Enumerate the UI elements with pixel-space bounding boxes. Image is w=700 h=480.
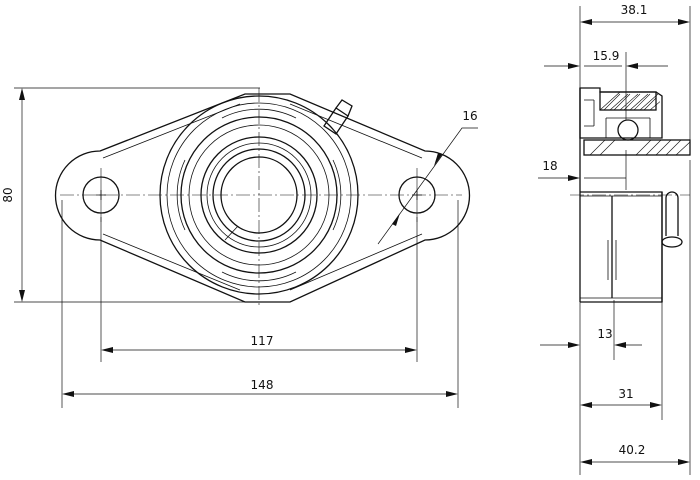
dim-hole-16: 16 xyxy=(462,109,477,123)
dim-overall-40-2: 40.2 xyxy=(619,443,646,457)
dim-bolt-spacing-117: 117 xyxy=(251,334,274,348)
side-view xyxy=(570,87,691,303)
dim-offset-15-9: 15.9 xyxy=(593,49,620,63)
dim-width-38-1: 38.1 xyxy=(621,3,648,17)
dim-housing-31: 31 xyxy=(618,387,633,401)
front-view xyxy=(54,88,471,305)
dim-flange-13: 13 xyxy=(597,327,612,341)
bearing-ball xyxy=(617,119,639,141)
side-grease-nipple-icon xyxy=(665,191,679,236)
grease-nipple-icon xyxy=(323,99,353,135)
side-dimensions: 38.1 15.9 18 13 31 40.2 xyxy=(538,3,691,475)
front-dimensions: 80 16 117 148 xyxy=(1,87,478,408)
flange-outline xyxy=(54,93,471,303)
dim-overall-148: 148 xyxy=(251,378,274,392)
dim-bore-step-18: 18 xyxy=(542,159,557,173)
dim-height-80: 80 xyxy=(1,187,15,202)
